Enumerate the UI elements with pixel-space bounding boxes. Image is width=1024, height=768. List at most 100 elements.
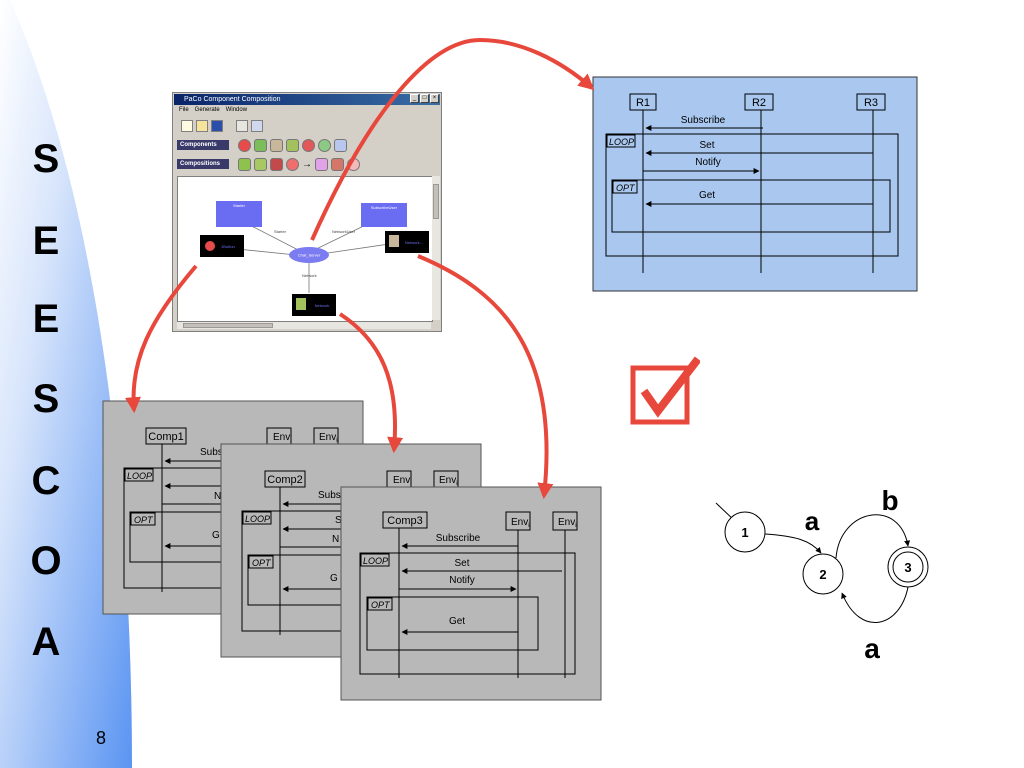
vertical-scrollbar[interactable]: [432, 176, 440, 320]
sidebar-letter: O: [30, 539, 62, 583]
maximize-button[interactable]: □: [420, 94, 429, 103]
components-toolbar: Components: [177, 137, 347, 153]
jbutton-node[interactable]: [200, 235, 244, 257]
composition-icon[interactable]: [254, 157, 267, 171]
transition-label: a: [864, 633, 880, 664]
menu-window[interactable]: Window: [225, 107, 248, 113]
sidebar-gradient: [0, 0, 132, 768]
starter-node[interactable]: [216, 201, 262, 227]
connector-arrow: [125, 264, 198, 414]
connector-arrow: [338, 312, 404, 454]
component-icon[interactable]: [318, 138, 331, 152]
opt-frame: [366, 596, 539, 651]
loop-frame-tag: [606, 134, 636, 148]
starter-node-label: Starter: [233, 203, 246, 208]
network-right-node-label: Network...: [405, 240, 423, 245]
composition-icon[interactable]: [270, 157, 283, 171]
message-label: Notify: [449, 575, 475, 586]
blue-sequence-diagram: R1 R2 R3 Subscribe LOOP Set Notify OPT G…: [592, 76, 918, 292]
scrollbar-thumb[interactable]: [433, 184, 439, 219]
sidebar-letter: A: [31, 620, 61, 664]
state-automaton: 1 2 3 a b a: [715, 485, 929, 664]
loop-frame-tag: [124, 468, 154, 482]
opt-label: OPT: [252, 558, 272, 568]
composition-graph: Starter SubscribeUser JButton Network...…: [200, 201, 429, 316]
opt-label: OPT: [371, 600, 391, 610]
save-icon[interactable]: [211, 120, 223, 132]
close-button[interactable]: ×: [430, 94, 439, 103]
transition-arrow: [764, 533, 822, 554]
component-icon[interactable]: [302, 138, 315, 152]
lifeline-label: Envi: [319, 432, 338, 444]
sidebar-letter: E: [32, 219, 60, 263]
lifeline-head: [382, 511, 428, 529]
edge-label-starter: Starter: [274, 229, 287, 234]
file-toolbar: [177, 118, 263, 134]
component-icon[interactable]: [286, 138, 299, 152]
component-icon[interactable]: [254, 138, 267, 152]
component-icon: [296, 298, 306, 310]
opt-frame: [611, 179, 891, 233]
message-label: Subs: [318, 490, 341, 501]
tool-icon[interactable]: [236, 120, 248, 132]
sidebar-letter: S: [32, 377, 60, 421]
new-file-icon[interactable]: [181, 120, 193, 132]
minimize-button[interactable]: _: [410, 94, 419, 103]
subscribe-user-node-label: SubscribeUser: [371, 205, 398, 210]
menu-file[interactable]: File: [179, 107, 189, 113]
chat-server-node[interactable]: [289, 247, 329, 263]
state-label: 1: [741, 525, 748, 540]
sidebar-letter: C: [31, 459, 61, 503]
message-label: Notify: [695, 157, 721, 168]
opt-frame-tag: [367, 597, 393, 611]
message-label: Subscribe: [436, 533, 481, 544]
sidebar-letter: S: [32, 137, 60, 181]
transition-label: b: [881, 485, 898, 516]
lifeline-label: Envi: [511, 517, 530, 529]
loop-frame-tag: [360, 553, 390, 567]
components-label: Components: [177, 140, 229, 150]
message-label: G: [212, 530, 220, 541]
jbutton-node-label: JButton: [221, 244, 235, 249]
message-label: S: [335, 515, 342, 526]
message-label: G: [330, 573, 338, 584]
transition-label: a: [805, 506, 820, 536]
opt-label: OPT: [616, 183, 636, 193]
compositions-toolbar: Compositions →: [177, 156, 360, 172]
transition-arrow: [835, 514, 911, 559]
menu-generate[interactable]: Generate: [194, 107, 220, 113]
state-2: [802, 553, 844, 595]
loop-label: LOOP: [609, 137, 634, 147]
message-label: Subs: [200, 447, 223, 458]
message-label: N: [332, 534, 339, 545]
composition-icon[interactable]: [315, 157, 328, 171]
connector-arrow: [417, 254, 554, 500]
window-controls: _ □ ×: [410, 94, 439, 103]
open-folder-icon[interactable]: [196, 120, 208, 132]
composition-icon[interactable]: [286, 157, 299, 171]
stop-icon[interactable]: [238, 138, 251, 152]
component-icon[interactable]: [270, 138, 283, 152]
subscribe-user-node[interactable]: [361, 203, 407, 227]
window-title: PaCo Component Composition: [174, 94, 440, 105]
lifeline-label: Envi: [273, 432, 292, 444]
composition-icon[interactable]: [238, 157, 251, 171]
scrollbar-thumb[interactable]: [183, 323, 273, 328]
tool-icon[interactable]: [251, 120, 263, 132]
lifeline-label: Envi: [393, 475, 412, 487]
composition-icon[interactable]: [331, 157, 344, 171]
stop-icon: [205, 241, 215, 251]
edge-label-network: Network: [302, 273, 317, 278]
lifeline-label: R3: [864, 97, 878, 109]
composition-canvas[interactable]: Starter SubscribeUser JButton Network...…: [177, 176, 433, 322]
menu-bar: File Generate Window: [175, 105, 247, 115]
arrow-right-icon: →: [302, 158, 312, 170]
horizontal-scrollbar[interactable]: [177, 322, 431, 329]
component-icon: [389, 235, 399, 247]
lifeline-head: [264, 470, 306, 488]
loop-label: LOOP: [245, 514, 270, 524]
transition-arrow: [841, 586, 909, 623]
lifeline-label: Comp1: [148, 431, 183, 443]
component-icon[interactable]: [334, 138, 347, 152]
